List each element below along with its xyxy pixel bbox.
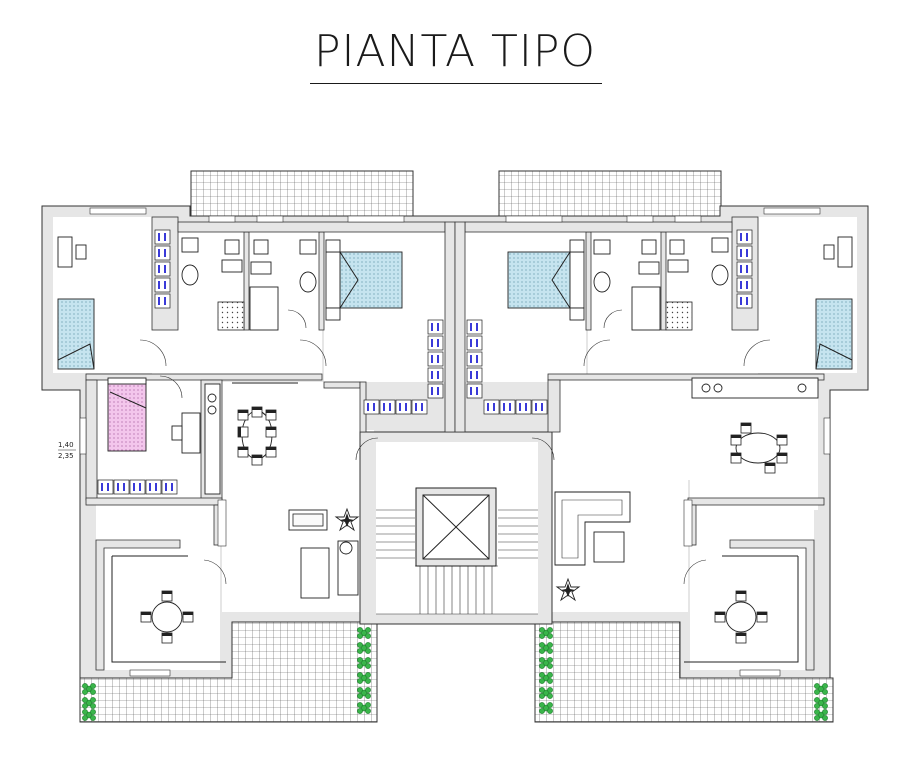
dimension-top: 1,40 <box>58 441 74 449</box>
top-balcony-left <box>190 170 414 217</box>
corner-dining-left <box>140 590 194 644</box>
plan-title: PIANTA TIPO <box>313 26 597 77</box>
corner-dining-right <box>714 590 768 644</box>
dimension-annotation: 1,40 2,35 <box>58 441 76 460</box>
furniture-left-unit <box>57 229 444 599</box>
dimension-bottom: 2,35 <box>58 452 74 460</box>
furniture-right-unit <box>466 229 853 601</box>
staircase-core <box>359 431 553 625</box>
title-underline <box>310 83 602 84</box>
top-balcony-right <box>498 170 722 217</box>
windows <box>79 207 831 677</box>
rooms-left-unit <box>53 217 445 670</box>
